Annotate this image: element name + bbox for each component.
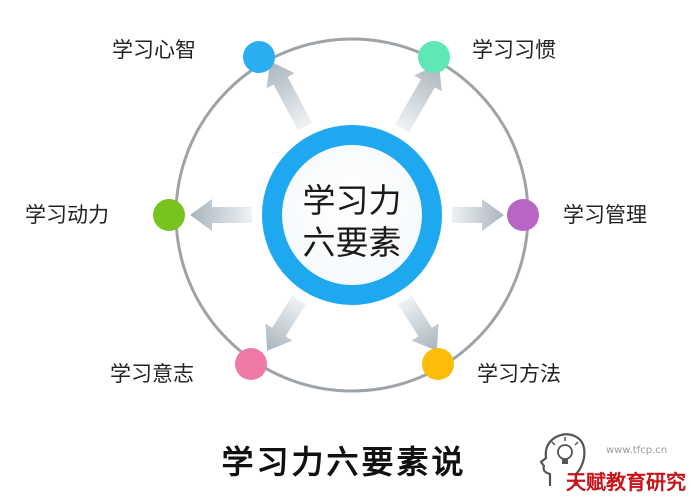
node-dots [153,41,539,380]
center-title-line2: 六要素 [302,223,402,262]
head-lightbulb-icon [539,433,586,486]
node-label-xuexi-dongli: 学习动力 [25,203,109,227]
node-dot-xuexi-yizhi [235,348,267,380]
arrow-to-xuexi-dongli [190,199,252,231]
center-ring [262,125,442,305]
arrow-to-xuexi-yizhi [265,295,306,351]
node-dot-xuexi-xinzhi [243,41,275,73]
node-label-xuexi-xiguan: 学习习惯 [472,38,556,62]
arrow-to-xuexi-fangfa [398,295,439,351]
node-dot-xuexi-guanli [507,199,539,231]
arrow-to-xuexi-xinzhi [266,61,313,131]
node-label-xuexi-fangfa: 学习方法 [477,362,561,386]
node-dot-xuexi-dongli [153,199,185,231]
node-label-xuexi-yizhi: 学习意志 [110,362,194,386]
watermark-brand: 天赋教育研究 [566,470,686,494]
node-dot-xuexi-fangfa [422,348,454,380]
node-label-xuexi-guanli: 学习管理 [563,203,647,227]
arrow-to-xuexi-guanli [452,199,504,231]
node-label-xuexi-xinzhi: 学习心智 [112,38,196,62]
node-dot-xuexi-xiguan [418,41,450,73]
arrows-group [190,61,504,351]
diagram-caption: 学习力六要素说 [221,443,467,481]
watermark-url: www.tfcp.cn [606,445,668,456]
arrow-to-xuexi-xiguan [395,64,442,133]
center-title: 学习力 六要素 [290,180,414,264]
center-title-line1: 学习力 [302,181,402,220]
